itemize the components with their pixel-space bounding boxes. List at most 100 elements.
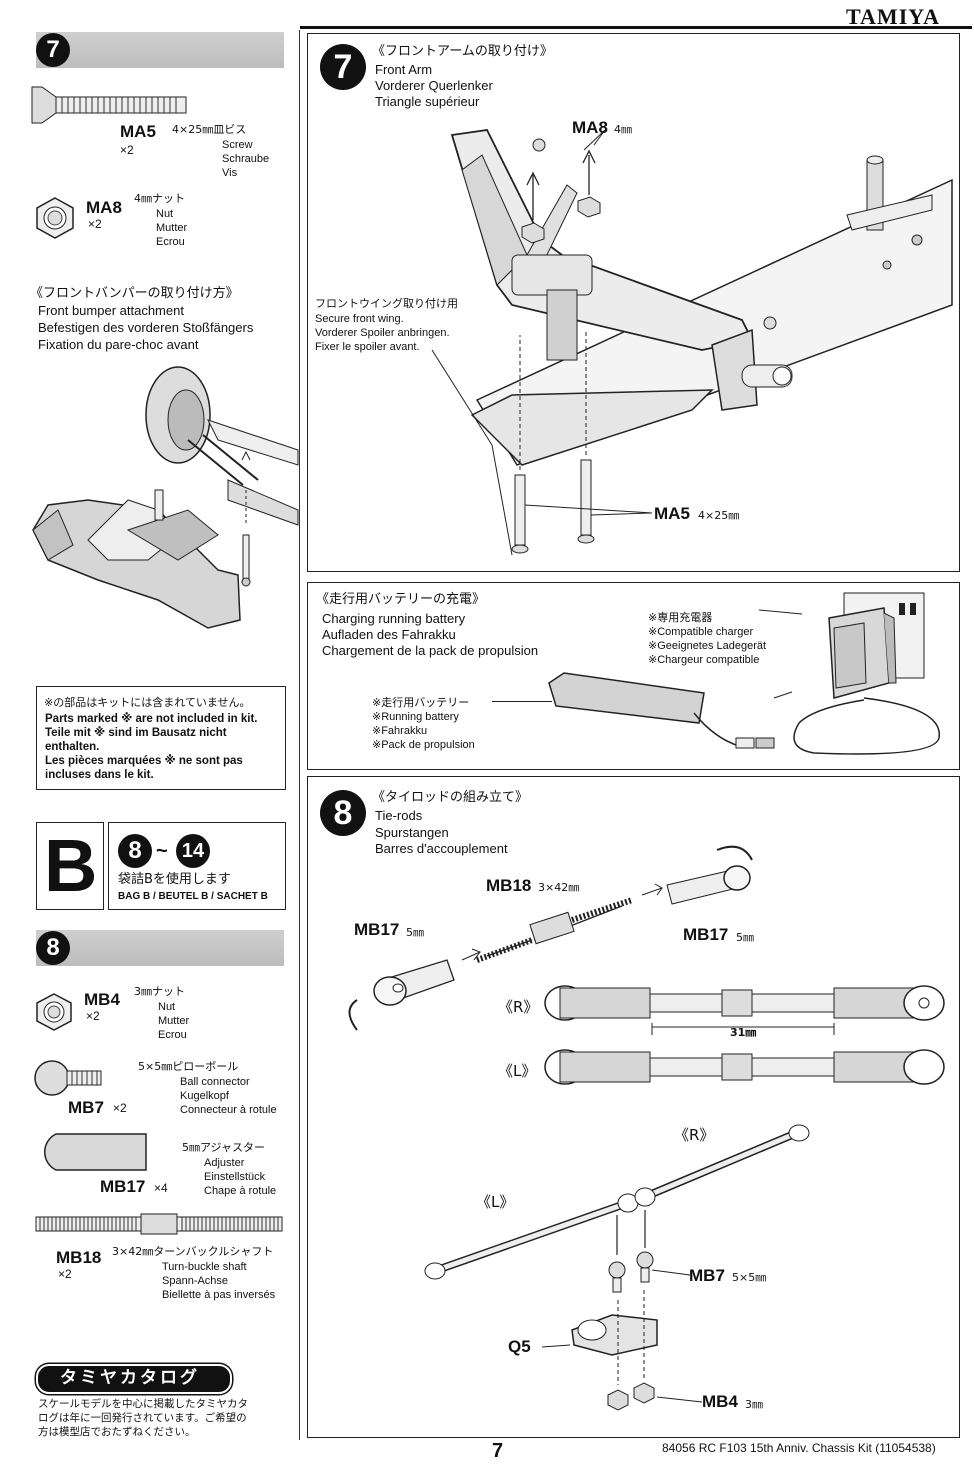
rod-length-dim: 31㎜: [730, 1026, 757, 1039]
bag-letter-box: [36, 822, 104, 910]
mb17-adjuster-icon: [44, 1133, 147, 1171]
mb18-name-fr: Biellette à pas inversés: [162, 1289, 276, 1301]
step8-mb7-size: 5×5㎜: [732, 1271, 767, 1284]
mb7-ball-connector-icon: [34, 1060, 102, 1096]
step7-title-jp: 《フロントアームの取り付け》: [372, 44, 553, 59]
assy-l-label: 《L》: [476, 1193, 515, 1211]
mb4-name-de: Mutter: [158, 1015, 190, 1027]
mb18-code: MB18: [56, 1248, 102, 1267]
header-rule: [300, 26, 972, 29]
mb18-spec: 3×42㎜ターンバックルシャフト: [112, 1245, 274, 1258]
step8-mb17-label-right: MB17: [683, 925, 729, 944]
step8-mb17-label-left: MB17: [354, 920, 400, 939]
bag-to-badge: 14: [176, 834, 210, 868]
bag-en: BAG B / BEUTEL B / SACHET B: [118, 891, 268, 902]
ma8-name-de: Mutter: [156, 222, 188, 234]
step7-ma8-size: 4㎜: [614, 123, 632, 136]
ma8-name-fr: Ecrou: [156, 236, 185, 248]
mb18-turnbuckle-icon: [35, 1213, 283, 1235]
front-wing-illustration: [32, 366, 299, 629]
pack-de: ※Fahrakku: [372, 725, 428, 737]
step8-badge: 8: [36, 931, 70, 965]
mb7-qty: ×2: [113, 1101, 127, 1115]
battery-title-de: Aufladen des Fahrakku: [322, 627, 456, 642]
charger-en: ※Compatible charger: [648, 626, 754, 638]
mb17-name-fr: Chape à rotule: [204, 1185, 277, 1197]
bag-jp: 袋詰Bを使用します: [118, 872, 231, 887]
ma8-nut-icon: [36, 197, 74, 239]
step7-title-en: Front Arm: [375, 62, 433, 77]
note-fr1: Les pièces marquées ※ ne sont pas: [45, 755, 243, 767]
step8-mb17-size-right: 5㎜: [736, 931, 754, 944]
step8-mb18-label: MB18: [486, 876, 532, 895]
battery-title-jp: 《走行用バッテリーの充電》: [316, 592, 486, 607]
mb18-name-en: Turn-buckle shaft: [162, 1261, 247, 1273]
mb18-qty: ×2: [58, 1267, 72, 1281]
mb4-name-fr: Ecrou: [158, 1029, 187, 1041]
mb17-name-en: Adjuster: [204, 1157, 245, 1169]
catalog-banner: [36, 1364, 232, 1394]
charger-jp: ※専用充電器: [648, 611, 713, 624]
rod-l-label: 《L》: [498, 1062, 537, 1080]
ma5-code: MA5: [120, 122, 156, 141]
battery-title-fr: Chargement de la pack de propulsion: [322, 643, 539, 658]
wing-note-fr: Fixer le spoiler avant.: [315, 341, 420, 353]
step8-mb4-label: MB4: [702, 1392, 738, 1411]
pack-jp: ※走行用バッテリー: [372, 696, 470, 709]
brand-logo: TAMIYA: [846, 4, 941, 29]
mb17-spec: 5㎜アジャスター: [182, 1141, 266, 1154]
ma5-name-de: Schraube: [222, 153, 270, 165]
note-de2: enthalten.: [45, 741, 100, 753]
ma5-name-en: Screw: [222, 139, 253, 151]
bag-from-badge: 8: [118, 834, 152, 868]
step7-panel: [307, 33, 960, 572]
step7-title-fr: Triangle supérieur: [375, 94, 480, 109]
bag-tilde: ~: [156, 840, 168, 862]
mb4-name-en: Nut: [158, 1001, 176, 1013]
step8-big-badge: 8: [320, 790, 366, 836]
mb17-qty: ×4: [154, 1181, 168, 1195]
mb4-qty: ×2: [86, 1009, 100, 1023]
battery-title-en: Charging running battery: [322, 611, 466, 626]
rod-r-label: 《R》: [498, 998, 539, 1016]
ma8-name-en: Nut: [156, 208, 174, 220]
mb7-name-en: Ball connector: [180, 1076, 250, 1088]
wing-note-de: Vorderer Spoiler anbringen.: [315, 327, 450, 339]
mb4-spec: 3㎜ナット: [134, 985, 185, 998]
bumper-title-jp: 《フロントバンパーの取り付け方》: [30, 286, 239, 301]
mb7-spec: 5×5㎜ピローボール: [138, 1060, 239, 1073]
step7-ma5-label: MA5: [654, 504, 690, 523]
step7-badge: 7: [36, 33, 70, 67]
charger-fr: ※Chargeur compatible: [648, 654, 760, 666]
note-en: Parts marked ※ are not included in kit.: [45, 713, 258, 725]
step7-ma5-size: 4×25㎜: [698, 509, 740, 522]
catalog-line1: スケールモデルを中心に掲載したタミヤカタ: [38, 1398, 248, 1410]
mb4-code: MB4: [84, 990, 120, 1009]
step7-big-badge: 7: [320, 44, 366, 90]
assy-r-label: 《R》: [674, 1126, 715, 1144]
mb4-nut-icon: [36, 993, 72, 1031]
step8-bar: [36, 930, 284, 966]
step7-bar: [36, 32, 284, 68]
footer-kit-info: 84056 RC F103 15th Anniv. Chassis Kit (1…: [662, 1441, 936, 1455]
mb18-name-de: Spann-Achse: [162, 1275, 229, 1287]
mb17-code: MB17: [100, 1177, 146, 1196]
bag-letter: B: [44, 824, 98, 907]
step8-title-de: Spurstangen: [375, 825, 449, 840]
ma5-name-fr: Vis: [222, 167, 238, 179]
note-jp: ※の部品はキットには含まれていません。: [44, 696, 251, 709]
column-divider: [299, 30, 300, 1440]
step8-q5-label: Q5: [508, 1337, 531, 1356]
bag-info-box: [108, 822, 286, 910]
ma8-spec: 4㎜ナット: [134, 192, 185, 205]
ma5-screw-icon: [31, 86, 187, 124]
step8-title-fr: Barres d'accouplement: [375, 841, 508, 856]
battery-charger-illustration: [548, 592, 940, 755]
step8-title-en: Tie-rods: [375, 808, 423, 823]
ma5-qty: ×2: [120, 143, 134, 157]
mb7-code: MB7: [68, 1098, 104, 1117]
catalog-line3: 方は模型店でおたずねください。: [38, 1426, 196, 1438]
step8-panel: [307, 776, 960, 1438]
catalog-title: タミヤカタログ: [60, 1368, 200, 1388]
bumper-title-en: Front bumper attachment: [38, 303, 184, 318]
